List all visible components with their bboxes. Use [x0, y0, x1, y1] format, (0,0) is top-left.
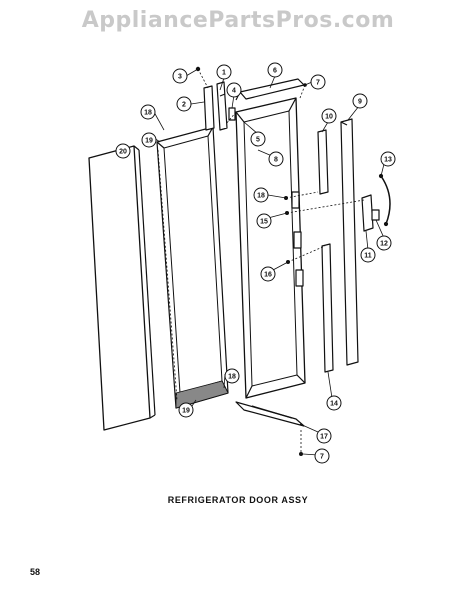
callout-13: 13 [380, 151, 396, 167]
callout-label: 7 [316, 80, 320, 87]
callout-label: 17 [320, 434, 328, 441]
callout-label: 5 [256, 137, 260, 144]
diagram-caption: REFRIGERATOR DOOR ASSY [167, 495, 309, 505]
callout-7: 7 [314, 448, 330, 464]
callout-10: 10 [321, 108, 337, 124]
callout-18: 18 [140, 104, 156, 120]
callout-label: 13 [384, 157, 392, 164]
callout-2: 2 [176, 96, 192, 112]
callout-18: 18 [224, 368, 240, 384]
callout-20: 20 [115, 143, 131, 159]
callout-7: 7 [310, 74, 326, 90]
part-block [203, 85, 215, 131]
callout-label: 6 [273, 68, 277, 75]
part-bottom-trim [235, 401, 305, 427]
part-side-trim [340, 118, 359, 366]
callout-14: 14 [326, 395, 342, 411]
callout-label: 19 [182, 408, 190, 415]
part-lower-strip [321, 243, 334, 373]
callout-label: 18 [228, 374, 236, 381]
part-inner-door-liner [235, 97, 306, 399]
callout-label: 10 [325, 114, 333, 121]
callout-label: 18 [257, 193, 265, 200]
callout-label: 8 [274, 157, 278, 164]
callout-label: 9 [358, 99, 362, 106]
part-door-gasket-frame [156, 126, 229, 409]
page-number: 58 [30, 567, 41, 577]
watermark: AppliancePartsPros.com [81, 8, 395, 33]
part-bracket [216, 81, 228, 131]
callout-8: 8 [268, 151, 284, 167]
callout-15: 15 [256, 213, 272, 229]
callout-4: 4 [226, 82, 242, 98]
callout-11: 11 [360, 247, 376, 263]
callout-label: 14 [330, 401, 338, 408]
callout-label: 19 [145, 138, 153, 145]
callout-label: 15 [260, 219, 268, 226]
callout-3: 3 [172, 68, 188, 84]
callout-6: 6 [267, 62, 283, 78]
callout-18: 18 [253, 187, 269, 203]
callout-16: 16 [260, 266, 276, 282]
callout-12: 12 [376, 235, 392, 251]
callout-5: 5 [250, 131, 266, 147]
part-door-spring [380, 175, 391, 225]
callout-label: 12 [380, 241, 388, 248]
part-hinge-pin [371, 209, 380, 221]
part-clip [228, 107, 236, 121]
callout-label: 20 [119, 149, 127, 156]
callout-19: 19 [141, 132, 157, 148]
callout-label: 3 [178, 74, 182, 81]
part-upper-strip [317, 129, 329, 195]
callout-label: 7 [320, 454, 324, 461]
callout-label: 2 [182, 102, 186, 109]
alignment-lines [197, 68, 365, 454]
part-hinge-bracket [361, 194, 374, 232]
callout-19: 19 [178, 402, 194, 418]
callout-label: 4 [232, 88, 236, 95]
part-top-trim [235, 78, 305, 101]
callout-1: 1 [216, 64, 232, 80]
callout-label: 11 [364, 253, 372, 260]
callout-label: 18 [144, 110, 152, 117]
callout-label: 1 [222, 70, 226, 77]
callout-9: 9 [352, 93, 368, 109]
part-outer-door-panel [88, 145, 156, 431]
callout-17: 17 [316, 428, 332, 444]
callout-label: 16 [264, 272, 272, 279]
